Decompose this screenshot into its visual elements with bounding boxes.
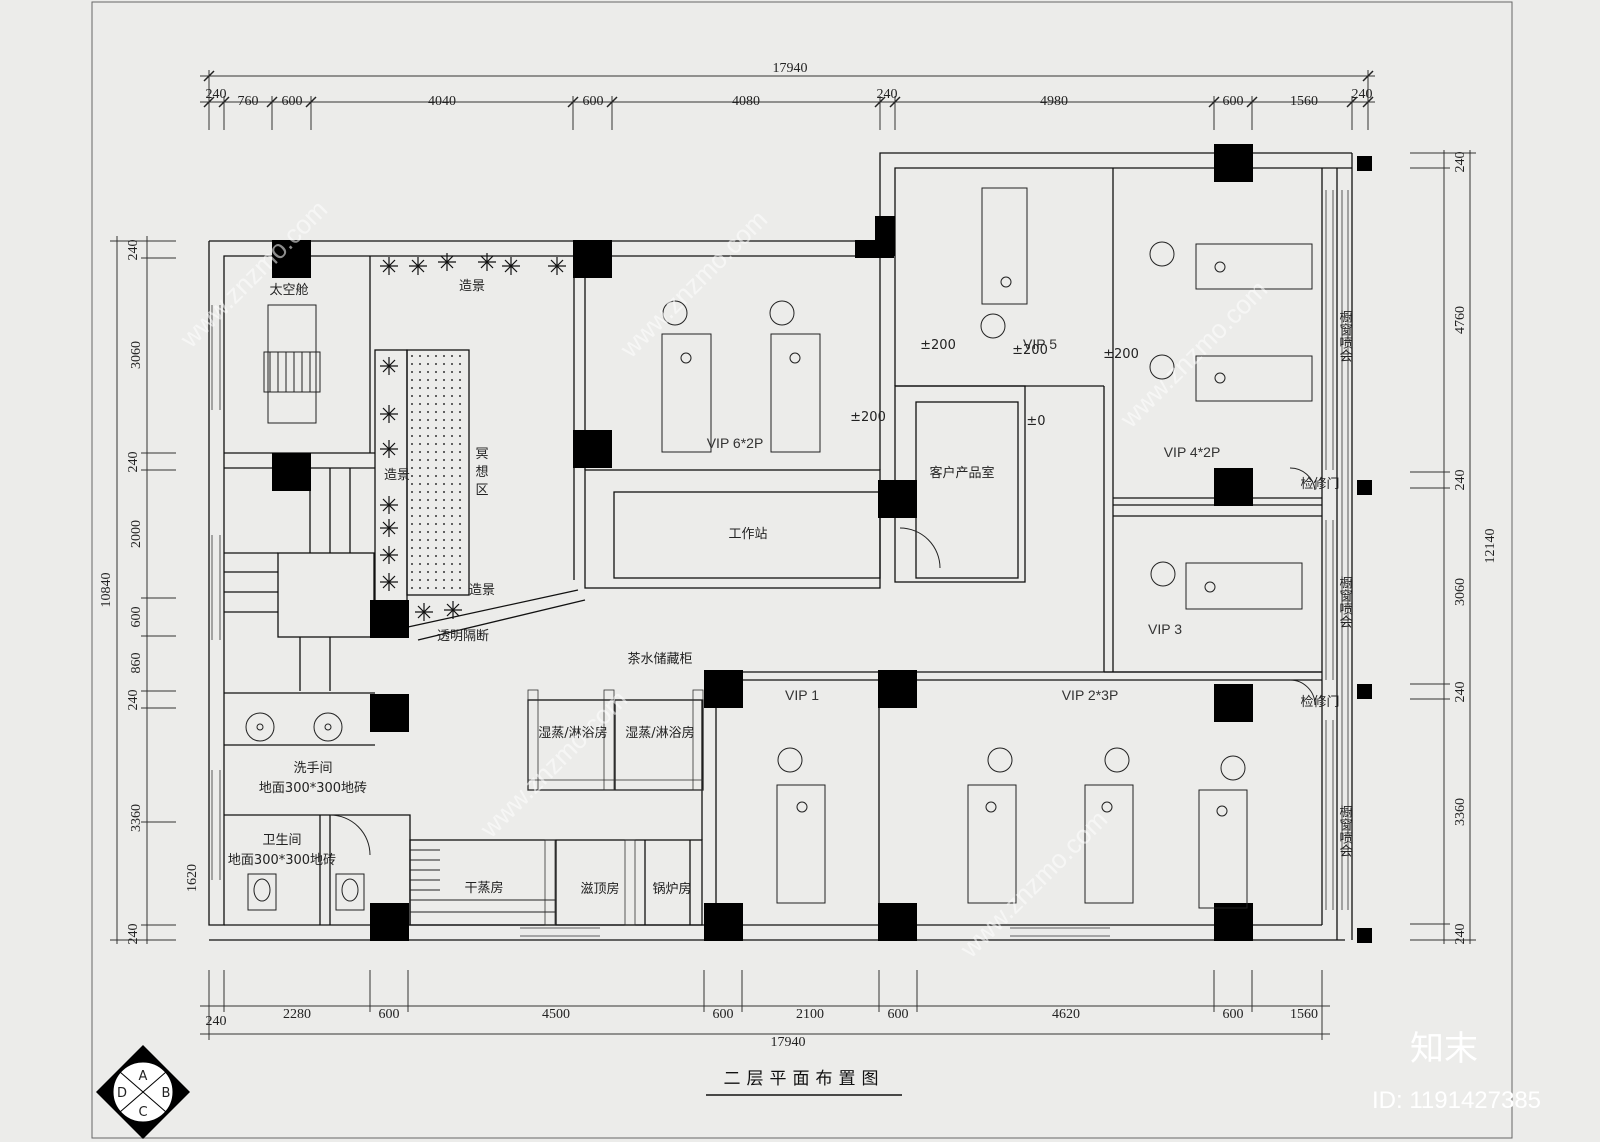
dim-right-3: 240	[1453, 470, 1468, 491]
label-vip5: VIP 5	[1023, 336, 1057, 352]
dim-top-11: 240	[1352, 87, 1373, 102]
dim-left-2: 3060	[129, 341, 144, 369]
dim-bottom-6: 2100	[796, 1007, 824, 1022]
dim-left-1: 240	[126, 240, 141, 261]
dimension-ticks	[203, 70, 1374, 108]
label-partition: 透明隔断	[437, 629, 489, 644]
drawing-title: 二层平面布置图	[724, 1069, 885, 1089]
label-maint-door-1: 检修门	[1300, 477, 1339, 492]
brand-logo-text: 知末	[1410, 1029, 1478, 1069]
dim-left-6: 860	[129, 653, 144, 674]
label-vip1: VIP 1	[785, 687, 819, 703]
dim-top-6: 4080	[732, 94, 760, 109]
dim-top-9: 600	[1223, 94, 1244, 109]
dim-right-total: 12140	[1483, 529, 1498, 564]
dim-right-6: 3360	[1453, 798, 1468, 826]
dim-left-total: 10840	[99, 573, 114, 608]
label-window-2: 橱窗喷会	[1337, 576, 1353, 628]
dim-top-2: 760	[238, 94, 259, 109]
dim-left-7: 240	[126, 690, 141, 711]
label-washroom-floor: 地面300*300地砖	[259, 781, 367, 796]
label-vip3: VIP 3	[1148, 621, 1182, 637]
label-scenery-top: 造景	[459, 279, 485, 294]
dim-top-8: 4980	[1040, 94, 1068, 109]
windows	[211, 190, 1349, 937]
dim-bottom-7: 600	[888, 1007, 909, 1022]
label-workstation: 工作站	[728, 527, 767, 542]
label-boiler: 锅炉房	[652, 881, 691, 897]
key-b: B	[162, 1086, 171, 1101]
dim-left-8: 3360	[129, 804, 144, 832]
dim-bottom-3: 600	[379, 1007, 400, 1022]
dim-top-4: 4040	[428, 94, 456, 109]
section-key-symbol: A B C D	[96, 1045, 190, 1139]
label-capsule: 太空舱	[269, 283, 308, 298]
dim-left-9: 1620	[185, 864, 200, 892]
dim-right-1: 240	[1453, 152, 1468, 173]
dim-left-4: 2000	[129, 520, 144, 548]
label-dry-steam: 干蒸房	[464, 880, 503, 896]
dim-left-3: 240	[126, 452, 141, 473]
dim-top-5: 600	[583, 94, 604, 109]
label-steam-2: 湿蒸/淋浴房	[625, 725, 694, 741]
key-d: D	[117, 1086, 127, 1101]
level-vip4: ±200	[1103, 347, 1139, 362]
level-vip5: ±200	[920, 338, 956, 353]
level-vip6: ±200	[850, 410, 886, 425]
dim-top-total: 17940	[773, 61, 808, 76]
image-id: ID: 1191427385	[1372, 1087, 1541, 1114]
dim-right-2: 4760	[1453, 306, 1468, 334]
label-vip6: VIP 6*2P	[707, 435, 764, 451]
label-scenery-left: 造景	[384, 468, 410, 483]
label-tea-cabinet: 茶水储藏柜	[627, 651, 692, 667]
label-window-1: 橱窗喷会	[1337, 310, 1353, 362]
label-meditation-2: 想	[475, 464, 488, 480]
steam-room-hatch	[527, 689, 704, 926]
dim-left-5: 600	[129, 607, 144, 628]
dim-bottom-4: 4500	[542, 1007, 570, 1022]
dim-bottom-1: 240	[206, 1014, 227, 1029]
label-meditation-3: 区	[475, 483, 488, 498]
walls	[208, 152, 1353, 941]
dim-right-7: 240	[1453, 924, 1468, 945]
dim-right-5: 240	[1453, 682, 1468, 703]
plant-symbols	[380, 253, 566, 621]
dim-bottom-8: 4620	[1052, 1007, 1080, 1022]
dim-bottom-9: 600	[1223, 1007, 1244, 1022]
meditation-planter-fill	[409, 352, 467, 593]
label-meditation-1: 冥	[475, 447, 488, 462]
dim-bottom-10: 1560	[1290, 1007, 1318, 1022]
label-client-room: 客户产品室	[929, 465, 994, 481]
label-toilet: 卫生间	[262, 833, 301, 848]
label-top-bake: 滋顶房	[580, 881, 619, 897]
dim-top-7: 240	[877, 87, 898, 102]
dim-right-4: 3060	[1453, 578, 1468, 606]
dim-top-1: 240	[206, 87, 227, 102]
dim-bottom-2: 2280	[283, 1007, 311, 1022]
level-corridor: ±0	[1026, 414, 1045, 429]
label-maint-door-2: 检修门	[1300, 695, 1339, 710]
dim-left-10: 240	[126, 924, 141, 945]
label-window-3: 橱窗喷会	[1337, 805, 1353, 857]
dim-bottom-5: 600	[713, 1007, 734, 1022]
brand-logo: 知末	[1410, 1029, 1478, 1069]
sheet-frame	[91, 1, 1513, 1139]
level-vip5-b: ±200	[1012, 343, 1048, 358]
key-a: A	[139, 1069, 148, 1084]
label-vip2: VIP 2*3P	[1062, 687, 1119, 703]
dim-bottom-total: 17940	[771, 1035, 806, 1050]
dim-top-3: 600	[282, 94, 303, 109]
label-toilet-floor: 地面300*300地砖	[228, 853, 336, 868]
label-washroom: 洗手间	[293, 761, 332, 776]
structural-columns	[272, 144, 1372, 943]
key-c: C	[138, 1105, 147, 1120]
label-vip4: VIP 4*2P	[1164, 444, 1221, 460]
dim-top-10: 1560	[1290, 94, 1318, 109]
label-scenery-bottom: 造景	[469, 583, 495, 598]
label-steam-1: 湿蒸/淋浴房	[538, 725, 607, 741]
furniture	[245, 187, 1316, 913]
